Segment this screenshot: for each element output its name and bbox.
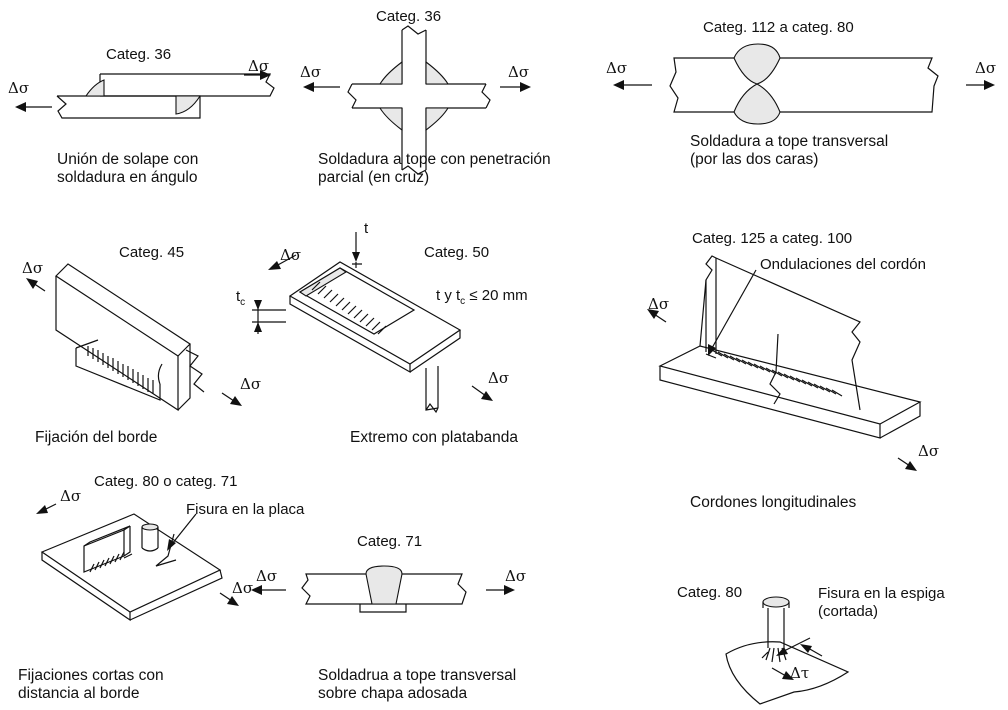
stress-range-label: Δσ — [22, 259, 44, 277]
shear-range-label: Δτ — [790, 664, 810, 682]
stress-range-label: Δσ — [648, 295, 670, 313]
butt-weld-drawing — [613, 43, 995, 125]
category-label-backing-strip: Categ. 71 — [357, 533, 423, 550]
caption-short-attachment-line2: distancia al borde — [18, 685, 140, 702]
stress-range-label: Δσ — [606, 59, 628, 77]
stress-range-label: Δσ — [240, 375, 262, 393]
cover-plate-drawing — [252, 232, 493, 414]
category-label-longitudinal: Categ. 125 a categ. 100 — [692, 230, 853, 247]
backing-strip-butt-drawing — [251, 565, 515, 613]
thickness-limit-note: t y tc ≤ 20 mm — [436, 287, 528, 307]
caption-short-attachment-line1: Fijaciones cortas con — [18, 667, 164, 684]
stress-range-label: Δσ — [975, 59, 997, 77]
caption-cover-plate: Extremo con platabanda — [350, 429, 519, 446]
caption-butt-weld-line1: Soldadura a tope transversal — [690, 133, 889, 150]
category-label-stud: Categ. 80 — [677, 584, 743, 601]
caption-lap-joint-line2: soldadura en ángulo — [57, 169, 198, 186]
longitudinal-weld-drawing — [647, 255, 922, 471]
stress-range-label: Δσ — [300, 63, 322, 81]
stress-range-label: Δσ — [280, 246, 302, 264]
stress-range-label: Δσ — [488, 369, 510, 387]
short-attachment-drawing — [36, 503, 239, 622]
caption-edge-attachment: Fijación del borde — [35, 429, 158, 446]
thickness-t-label: t — [364, 220, 369, 237]
edge-attachment-drawing — [26, 263, 242, 412]
caption-backing-strip-line1: Soldadrua a tope transversal — [318, 667, 517, 684]
callout-weld-ripples: Ondulaciones del cordón — [760, 256, 926, 273]
caption-lap-joint-line1: Unión de solape con — [57, 151, 199, 168]
caption-cruciform-line1: Soldadura a tope con penetración — [318, 151, 551, 168]
stress-range-label: Δσ — [918, 442, 940, 460]
caption-longitudinal: Cordones longitudinales — [690, 494, 857, 511]
stud-connector-drawing — [725, 596, 850, 705]
stress-range-label: Δσ — [60, 487, 82, 505]
caption-backing-strip-line2: sobre chapa adosada — [318, 685, 468, 702]
stress-range-label: Δσ — [232, 579, 254, 597]
category-label-cruciform: Categ. 36 — [376, 8, 442, 25]
category-label-cover-plate: Categ. 50 — [424, 244, 490, 261]
stress-range-label: Δσ — [8, 79, 30, 97]
stress-range-label: Δσ — [248, 57, 270, 75]
stress-range-label: Δσ — [508, 63, 530, 81]
cruciform-joint-drawing — [303, 25, 531, 175]
stress-range-label: Δσ — [256, 567, 278, 585]
callout-stud-crack-line1: Fisura en la espiga — [818, 585, 945, 602]
caption-butt-weld-line2: (por las dos caras) — [690, 151, 819, 168]
category-label-lap-joint: Categ. 36 — [106, 46, 172, 63]
category-label-butt-weld: Categ. 112 a categ. 80 — [703, 19, 854, 36]
callout-plate-crack: Fisura en la placa — [186, 501, 305, 518]
category-label-short-attachment: Categ. 80 o categ. 71 — [94, 473, 238, 490]
callout-stud-crack-line2: (cortada) — [818, 603, 879, 620]
caption-cruciform-line2: parcial (en cruz) — [318, 169, 430, 186]
category-label-edge-attachment: Categ. 45 — [119, 244, 185, 261]
thickness-tc-label: tc — [236, 288, 246, 308]
lap-joint-drawing — [15, 70, 275, 119]
stress-range-label: Δσ — [505, 567, 527, 585]
